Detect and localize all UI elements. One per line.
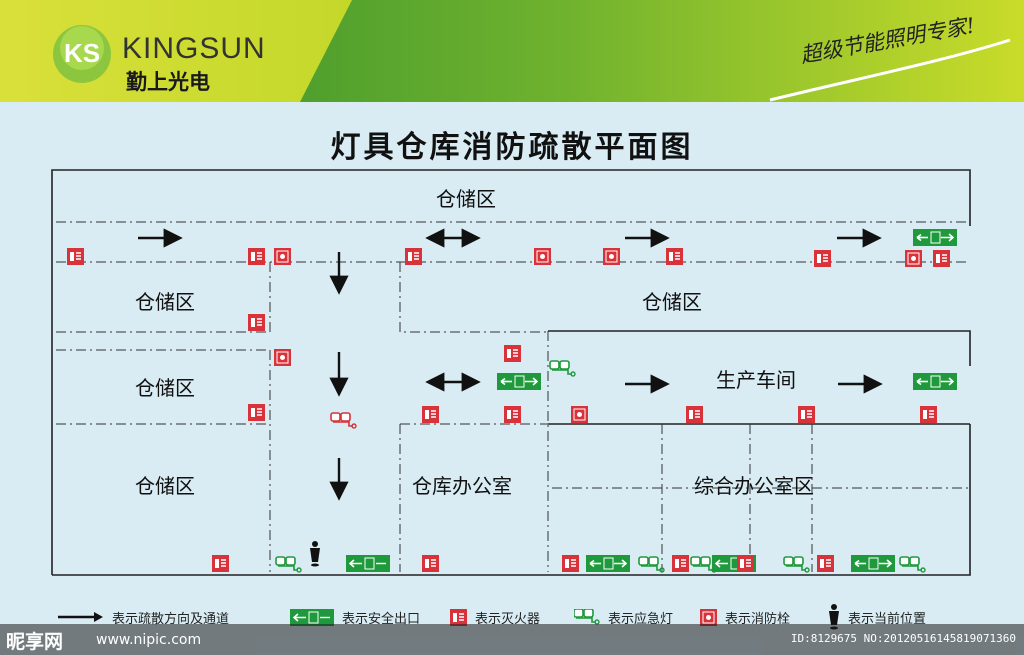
legend-hydrant: 表示消防栓 — [700, 606, 790, 628]
legend-direction: 表示疏散方向及通道 — [56, 606, 229, 628]
emergency-lights — [275, 360, 926, 573]
page-title: 灯具仓库消防疏散平面图 — [330, 130, 694, 165]
fire-hydrant-icon — [602, 247, 621, 266]
hydrants — [273, 247, 923, 424]
legend-emergency-light: 表示应急灯 — [574, 606, 673, 628]
fire-extinguisher-icon — [736, 554, 755, 573]
legend-extinguisher: 表示灭火器 — [450, 606, 540, 628]
legend-extinguisher-label: 表示灭火器 — [475, 611, 541, 627]
arrow-icon — [58, 612, 103, 622]
fire-extinguisher-icon — [421, 554, 440, 573]
zone-general-office: 综合办公室区 — [694, 474, 814, 498]
zone-right-storage: 仓储区 — [642, 290, 702, 314]
zone-left-storage-3: 仓储区 — [135, 474, 195, 498]
fire-hydrant-icon — [570, 405, 589, 424]
fire-extinguisher-icon — [421, 405, 440, 424]
watermark-id: ID:8129675 NO:20120516145819071360 — [790, 632, 1016, 645]
current-position-person-icon — [310, 541, 320, 567]
emergency-light-icon — [574, 609, 600, 625]
exit-sign-icon — [496, 372, 542, 391]
emergency-light-icon — [638, 556, 665, 573]
corridor-lines — [56, 221, 968, 572]
fire-hydrant-icon — [904, 249, 923, 268]
fire-extinguisher-icon — [503, 405, 522, 424]
zone-top-storage: 仓储区 — [436, 187, 496, 211]
legend-direction-label: 表示疏散方向及通道 — [112, 611, 230, 627]
legend-emergency-light-label: 表示应急灯 — [608, 611, 674, 627]
extinguishers — [66, 247, 951, 573]
fire-extinguisher-icon — [665, 247, 684, 266]
zone-workshop: 生产车间 — [716, 368, 796, 392]
exit-sign-icon — [850, 554, 896, 573]
fire-extinguisher-icon — [561, 554, 580, 573]
fire-hydrant-icon — [700, 608, 717, 626]
emergency-light-icon — [549, 360, 576, 377]
exit-signs — [345, 228, 958, 573]
fire-extinguisher-icon — [797, 405, 816, 424]
fire-extinguisher-icon — [404, 247, 423, 266]
fire-extinguisher-icon — [685, 405, 704, 424]
legend-current-position: 表示当前位置 — [828, 604, 927, 630]
fire-extinguisher-icon — [66, 247, 85, 266]
fire-extinguisher-icon — [932, 249, 951, 268]
fire-extinguisher-icon — [247, 403, 266, 422]
fire-extinguisher-icon — [211, 554, 230, 573]
zone-left-storage-1: 仓储区 — [135, 290, 195, 314]
legend-hydrant-label: 表示消防栓 — [725, 611, 791, 627]
evacuation-arrows — [138, 228, 883, 501]
fire-hydrant-icon — [273, 348, 292, 367]
logo-letters: KS — [64, 38, 100, 68]
watermark-url: www.nipic.com — [96, 632, 202, 648]
brand-name-en: KINGSUN — [122, 32, 266, 65]
fire-extinguisher-icon — [813, 249, 832, 268]
fire-extinguisher-icon — [503, 344, 522, 363]
kingsun-logo: KS — [53, 25, 111, 83]
watermark-bar: 昵享网 www.nipic.com ID:8129675 NO:20120516… — [0, 624, 1024, 655]
exit-sign-icon — [912, 372, 958, 391]
brand-name-cn: 勤上光电 — [126, 70, 210, 94]
legend-exit: 表示安全出口 — [290, 606, 420, 628]
exit-sign-icon — [290, 608, 334, 626]
emergency-light-icon — [783, 556, 810, 573]
emergency-light-icon — [275, 556, 302, 573]
legend-current-position-label: 表示当前位置 — [848, 611, 927, 627]
legend-exit-label: 表示安全出口 — [342, 611, 421, 627]
exit-sign-icon — [585, 554, 631, 573]
fire-hydrant-icon — [273, 247, 292, 266]
walls — [51, 169, 971, 576]
fire-extinguisher-icon — [247, 247, 266, 266]
fire-hydrant-icon — [533, 247, 552, 266]
emergency-light-icon — [330, 412, 357, 429]
exit-sign-icon — [345, 554, 391, 573]
watermark-logo: 昵享网 — [6, 631, 64, 653]
zone-left-storage-2: 仓储区 — [135, 376, 195, 400]
fire-extinguisher-icon — [919, 405, 938, 424]
emergency-light-icon — [899, 556, 926, 573]
zone-warehouse-office: 仓库办公室 — [412, 474, 512, 498]
fire-extinguisher-icon — [450, 608, 467, 626]
fire-extinguisher-icon — [816, 554, 835, 573]
fire-extinguisher-icon — [671, 554, 690, 573]
exit-sign-icon — [912, 228, 958, 247]
fire-extinguisher-icon — [247, 313, 266, 332]
